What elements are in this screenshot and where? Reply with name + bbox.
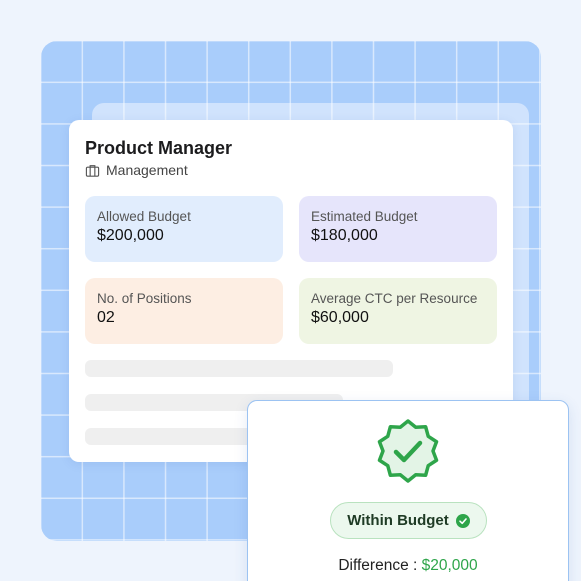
check-circle-icon — [455, 513, 470, 528]
status-label: Within Budget — [347, 512, 449, 529]
within-budget-badge: Within Budget — [330, 502, 487, 539]
average-ctc-tile: Average CTC per Resource $60,000 — [299, 278, 497, 344]
stat-value: $180,000 — [311, 227, 378, 244]
stat-label: Allowed Budget — [97, 209, 191, 224]
department-label: Management — [106, 162, 188, 178]
job-title: Product Manager — [85, 138, 233, 158]
positions-tile: No. of Positions 02 — [85, 278, 283, 344]
estimated-budget-tile: Estimated Budget $180,000 — [299, 196, 497, 262]
stat-label: No. of Positions — [97, 291, 192, 306]
difference-value: $20,000 — [421, 557, 478, 574]
allowed-budget-tile: Allowed Budget $200,000 — [85, 196, 283, 262]
budget-result-card: Within Budget Difference : $20,000 — [247, 400, 569, 581]
stat-value: $60,000 — [311, 309, 369, 326]
placeholder-bar — [85, 428, 265, 445]
briefcase-icon — [85, 164, 100, 177]
stat-value: 02 — [97, 309, 115, 326]
stat-label: Estimated Budget — [311, 209, 418, 224]
department-row: Management — [85, 162, 188, 178]
verified-badge-icon — [377, 419, 439, 483]
stat-label: Average CTC per Resource — [311, 291, 478, 306]
stat-value: $200,000 — [97, 227, 164, 244]
difference-row: Difference : $20,000 — [248, 557, 568, 575]
placeholder-bar — [85, 360, 393, 377]
difference-label: Difference : — [338, 557, 418, 574]
